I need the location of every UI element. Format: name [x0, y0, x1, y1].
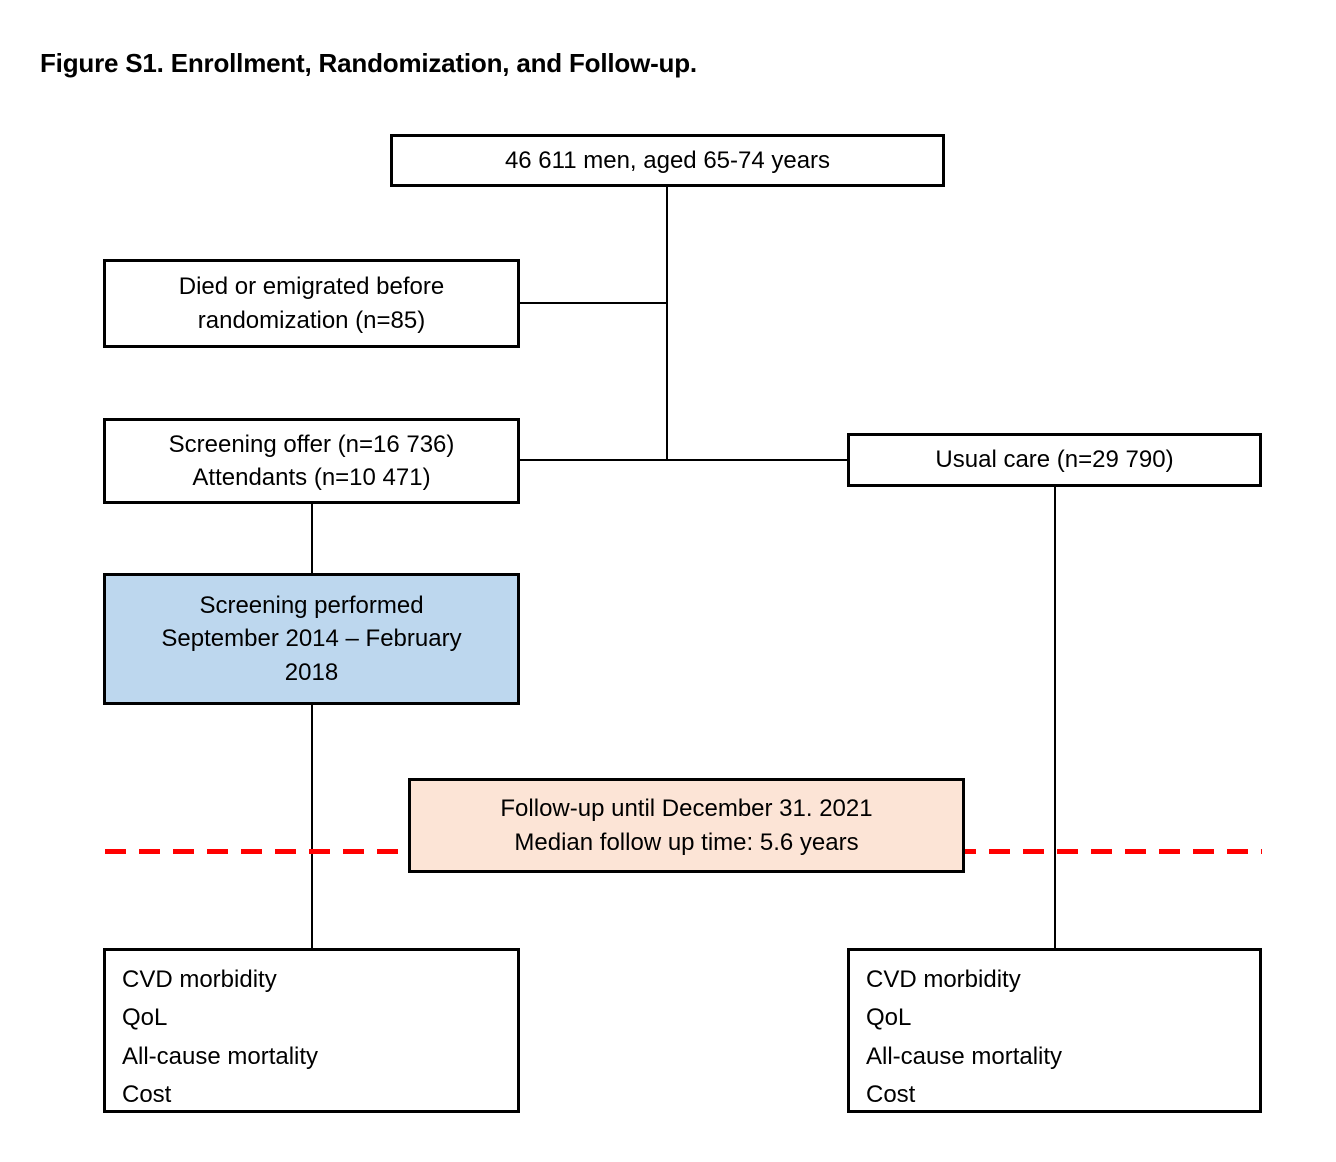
outcomes-screening-line1: CVD morbidity	[122, 966, 277, 993]
population-text: 46 611 men, aged 65-74 years	[504, 146, 831, 174]
population-box: 46 611 men, aged 65-74 years	[390, 134, 945, 187]
usual-care-box: Usual care (n=29 790)	[847, 433, 1262, 487]
follow-up-text-line1: Follow-up until December 31. 2021	[500, 795, 873, 823]
outcomes-screening-line3: All-cause mortality	[122, 1042, 319, 1070]
screening-performed-text-line1: Screening performed	[199, 592, 424, 620]
outcomes-usual-care-line3: All-cause mortality	[866, 1042, 1063, 1070]
connector-to-excluded-box	[520, 302, 667, 304]
excluded-text-line1: Died or emigrated before	[178, 273, 445, 301]
screening-performed-text-line2: September 2014 – February	[161, 625, 462, 653]
outcomes-usual-care-line2: QoL	[866, 1004, 912, 1032]
outcomes-screening-line4: Cost	[122, 1081, 172, 1109]
screening-offer-text-line1: Screening offer (n=16 736)	[168, 430, 455, 458]
follow-up-text-line2: Median follow up time: 5.6 years	[514, 828, 859, 856]
outcomes-screening-box: CVD morbidity QoL All-cause mortality Co…	[103, 948, 520, 1113]
connector-offer-to-screening-performed	[311, 503, 313, 574]
screening-performed-box: Screening performed September 2014 – Feb…	[103, 573, 520, 705]
outcomes-usual-care-box: CVD morbidity QoL All-cause mortality Co…	[847, 948, 1262, 1113]
screening-performed-text-line3: 2018	[284, 658, 339, 686]
usual-care-text: Usual care (n=29 790)	[935, 446, 1174, 474]
excluded-box: Died or emigrated before randomization (…	[103, 259, 520, 348]
connector-randomization-branch	[520, 459, 848, 461]
connector-usualcare-to-outcomes	[1054, 486, 1056, 949]
outcomes-usual-care-line4: Cost	[866, 1081, 916, 1109]
figure-title: Figure S1. Enrollment, Randomization, an…	[40, 48, 697, 78]
outcomes-screening-line2: QoL	[122, 1004, 168, 1032]
screening-offer-text-line2: Attendants (n=10 471)	[192, 464, 431, 491]
follow-up-box: Follow-up until December 31. 2021 Median…	[408, 778, 965, 873]
screening-offer-box: Screening offer (n=16 736) Attendants (n…	[103, 418, 520, 504]
connector-screening-to-outcomes	[311, 704, 313, 949]
outcomes-usual-care-line1: CVD morbidity	[866, 966, 1021, 993]
connector-population-to-branch	[666, 187, 668, 461]
excluded-text-line2: randomization (n=85)	[197, 306, 426, 334]
